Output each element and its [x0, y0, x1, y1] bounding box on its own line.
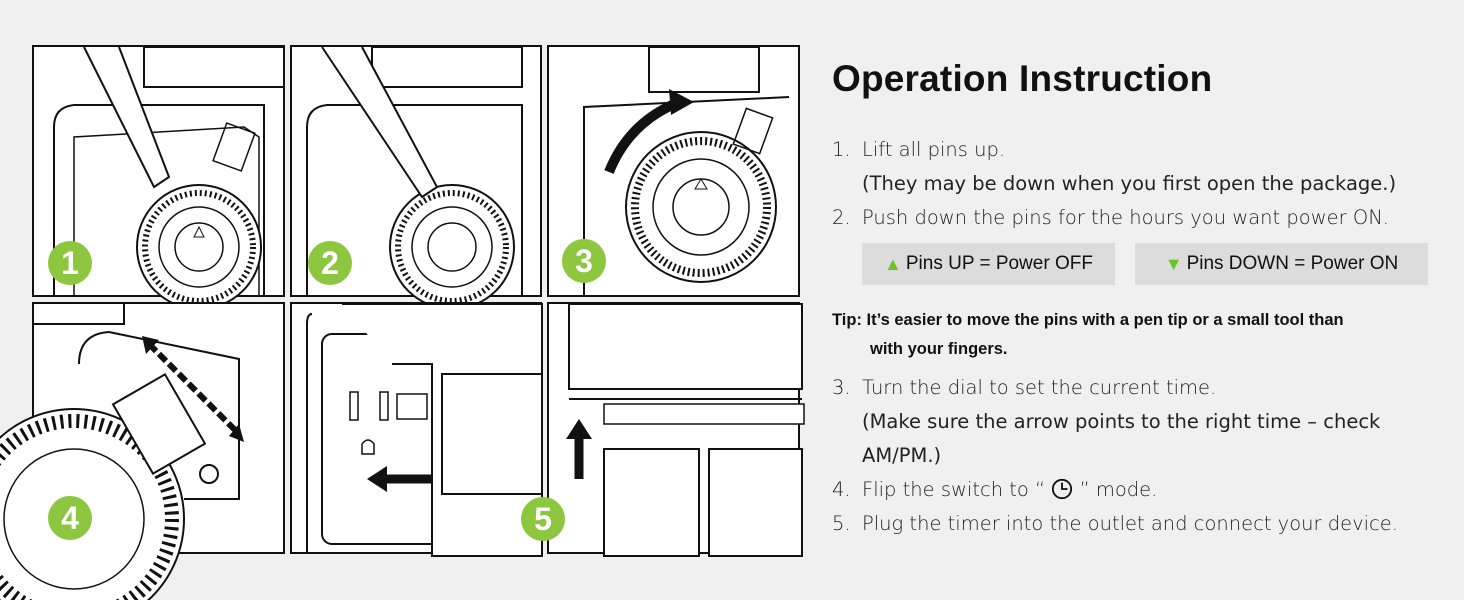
outlet-plug-illustration [306, 303, 543, 557]
tip-label: Tip: [832, 311, 862, 329]
step-4-text-before: Flip the switch to “ [862, 478, 1046, 501]
step-badge-3: 3 [562, 239, 606, 283]
illustration-panel-1: 1 [32, 45, 285, 310]
step-5-text: Plug the timer into the outlet and conne… [862, 512, 1398, 535]
tip-text: It’s easier to move the pins with a pen … [866, 311, 1344, 329]
step-1: 1. Lift all pins up. [832, 138, 1005, 161]
step-5: 5. Plug the timer into the outlet and con… [832, 512, 1398, 535]
device-plug-illustration [566, 303, 805, 557]
illustration-panel-2: 2 [290, 45, 542, 310]
legend-pins-down: ▼ Pins DOWN = Power ON [1135, 243, 1428, 285]
step-badge-5: 5 [521, 497, 565, 541]
step-3-text: Turn the dial to set the current time. [862, 376, 1217, 399]
page-title: Operation Instruction [832, 58, 1213, 99]
step-5-number: 5. [832, 512, 851, 535]
legend-pins-up: ▲ Pins UP = Power OFF [862, 243, 1115, 285]
step-badge-2: 2 [308, 241, 352, 285]
timer-dial-turn-illustration [583, 46, 790, 297]
step-1-number: 1. [832, 138, 851, 161]
illustration-panel-5a [290, 302, 543, 557]
mode-switch-illustration [0, 304, 244, 600]
illustration-panel-5b: 5 [521, 302, 805, 557]
legend-up-text: Pins UP = Power OFF [905, 253, 1093, 274]
step-3-note-line2: AM/PM.) [862, 444, 942, 467]
clock-icon [1052, 478, 1073, 500]
triangle-down-icon: ▼ [1164, 253, 1183, 274]
step-1-note: (They may be down when you first open th… [862, 172, 1397, 195]
step-4-text-after: ” mode. [1079, 478, 1158, 501]
step-3-note-line1: (Make sure the arrow points to the right… [862, 410, 1381, 433]
legend-down-text: Pins DOWN = Power ON [1186, 253, 1399, 274]
step-badge-4: 4 [48, 496, 92, 540]
tip-text-line2: with your fingers. [870, 340, 1008, 358]
step-1-text: Lift all pins up. [862, 138, 1006, 161]
step-badge-1: 1 [48, 241, 92, 285]
step-4-number: 4. [832, 478, 851, 501]
step-4: 4. Flip the switch to “ ” mode. [832, 478, 1157, 501]
illustration-panel-4: 4 [0, 302, 285, 600]
step-2-text: Push down the pins for the hours you wan… [862, 206, 1389, 229]
step-3: 3. Turn the dial to set the current time. [832, 376, 1216, 399]
triangle-up-icon: ▲ [884, 253, 902, 274]
step-2: 2. Push down the pins for the hours you w… [832, 206, 1389, 229]
tip-block: Tip: It’s easier to move the pins with a… [832, 306, 1432, 364]
illustration-panel-3: 3 [547, 45, 800, 297]
timer-dial-pressing-illustration [306, 46, 523, 310]
step-2-number: 2. [832, 206, 851, 229]
timer-dial-illustration [53, 46, 285, 310]
step-3-number: 3. [832, 376, 851, 399]
